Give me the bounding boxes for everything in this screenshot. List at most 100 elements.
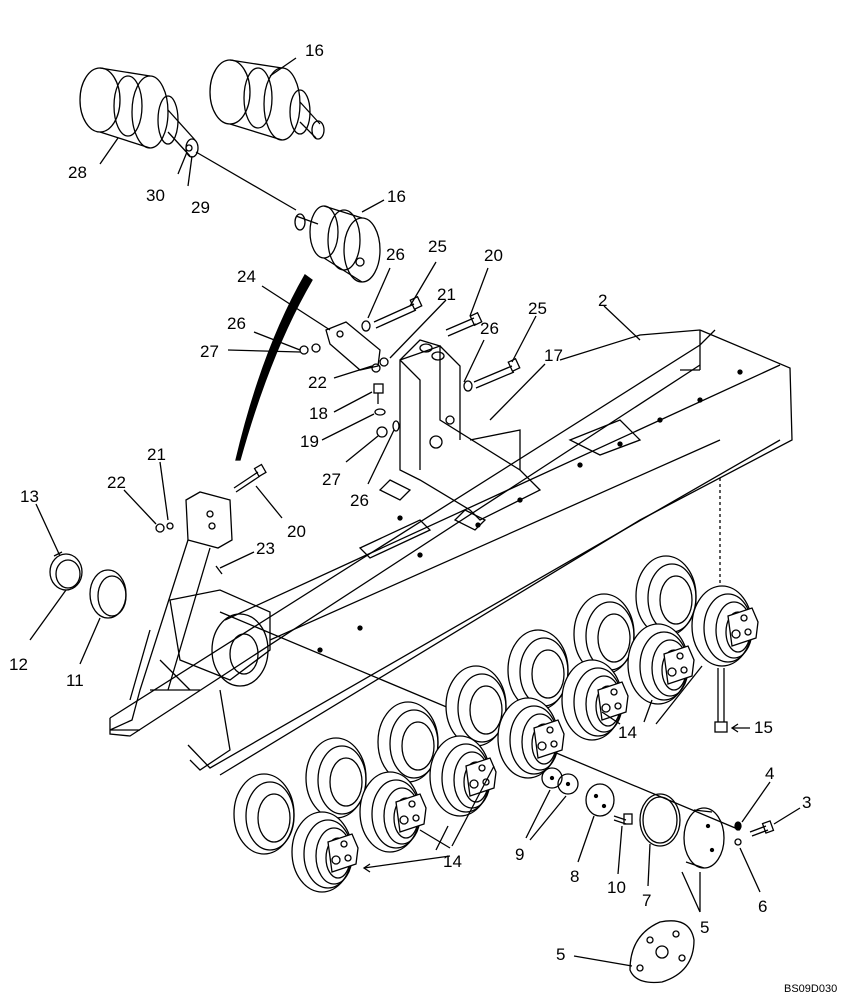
leader-25b: [511, 315, 537, 363]
clamp-13: [49, 551, 83, 591]
leader-28: [99, 137, 119, 165]
nut-21a: [379, 357, 389, 367]
cover-5: [683, 807, 725, 869]
seal-11: [89, 569, 127, 619]
callout-24: 24: [237, 267, 256, 286]
leader-13: [35, 503, 61, 557]
callout-27: 27: [322, 470, 341, 489]
callout-17: 17: [544, 346, 563, 365]
callout-20: 20: [484, 246, 503, 265]
carrier-roller-assembly-right: [209, 59, 325, 141]
callout-14: 14: [618, 723, 637, 742]
roller-pedestal-17: [378, 339, 542, 531]
callout-18: 18: [309, 404, 328, 423]
track-roller-rear-flange: [377, 701, 439, 783]
callout-21: 21: [147, 445, 166, 464]
callout-25: 25: [528, 299, 547, 318]
callout-26: 26: [386, 245, 405, 264]
track-roller-front: [627, 623, 695, 705]
callout-10: 10: [607, 878, 626, 897]
callout-19: 19: [300, 432, 319, 451]
track-frame: [109, 329, 793, 776]
bolt-25a: [373, 295, 423, 329]
callout-28: 28: [68, 163, 87, 182]
leader-9a: [525, 789, 551, 839]
callout-25: 25: [428, 237, 447, 256]
plate-8: [585, 783, 615, 817]
bolt-20a: [445, 311, 483, 337]
leader-30: [177, 151, 188, 175]
leader-18: [333, 391, 373, 413]
leader-26d: [367, 429, 395, 485]
nut-22a: [371, 363, 381, 373]
callout-27: 27: [200, 342, 219, 361]
bolt-20b: [233, 463, 267, 493]
washer-26d: [392, 420, 400, 432]
bolt-18: [373, 383, 384, 404]
washer-21b: [166, 522, 174, 530]
leader-29: [195, 151, 297, 211]
bolt-3: [749, 820, 775, 837]
shims-9: [541, 767, 579, 795]
grease-fitting-23: [215, 565, 223, 575]
callout-5: 5: [700, 918, 710, 937]
callout-26: 26: [350, 491, 369, 510]
leader-19: [321, 413, 375, 441]
leader-14b2: [643, 699, 653, 723]
leader-12: [29, 589, 67, 641]
idler-bracket: [109, 491, 271, 771]
leader-14a4: [451, 765, 495, 847]
washer-26c: [299, 345, 309, 355]
drawing-code: BS09D030: [784, 983, 838, 995]
callout-12: 12: [9, 655, 28, 674]
leader-4: [741, 781, 771, 823]
leader-26b: [463, 339, 485, 383]
leader-16a: [269, 57, 297, 77]
callout-16: 16: [387, 187, 406, 206]
callout-26: 26: [227, 314, 246, 333]
washer-26b: [463, 380, 473, 392]
leader-2: [603, 305, 641, 341]
leader-9b: [529, 795, 567, 841]
callout-29: 29: [191, 198, 210, 217]
leader-29b: [187, 155, 193, 187]
callout-11: 11: [66, 671, 84, 690]
track-roller-rear-flange: [233, 773, 295, 855]
callout-9: 9: [515, 845, 525, 864]
bolt-25b: [473, 357, 521, 389]
leader-27b: [345, 435, 379, 463]
rotation-sweep: [235, 274, 313, 461]
leader-23: [219, 551, 255, 569]
leader-10: [617, 825, 623, 875]
track-roller-front: [561, 659, 629, 741]
leader-11: [79, 617, 101, 665]
carrier-roller-16: [294, 205, 381, 283]
leader-22a: [333, 365, 373, 379]
leader-26c: [253, 331, 301, 351]
leader-15: [730, 723, 750, 733]
callout-8: 8: [570, 867, 580, 886]
nut-27a: [311, 343, 321, 353]
track-roller-front: [429, 735, 497, 817]
leader-17: [489, 363, 546, 421]
callout-13: 13: [20, 487, 39, 506]
leader-27a: [227, 349, 301, 353]
track-roller-rear-flange: [305, 737, 367, 819]
track-roller-front: [497, 697, 565, 779]
callout-16: 16: [305, 41, 324, 60]
callout-6: 6: [758, 897, 768, 916]
callout-5: 5: [556, 945, 566, 964]
callout-26: 26: [480, 319, 499, 338]
nut-22b: [155, 523, 165, 533]
leader-26a: [367, 267, 391, 319]
leader-6: [739, 847, 761, 893]
leader-22b: [123, 489, 157, 525]
callout-23: 23: [256, 539, 275, 558]
leader-7: [647, 843, 651, 887]
leader-5b: [573, 955, 633, 967]
bolt-15: [714, 478, 728, 733]
callout-22: 22: [308, 373, 327, 392]
leader-16b: [361, 199, 385, 213]
washer-6: [734, 838, 742, 846]
